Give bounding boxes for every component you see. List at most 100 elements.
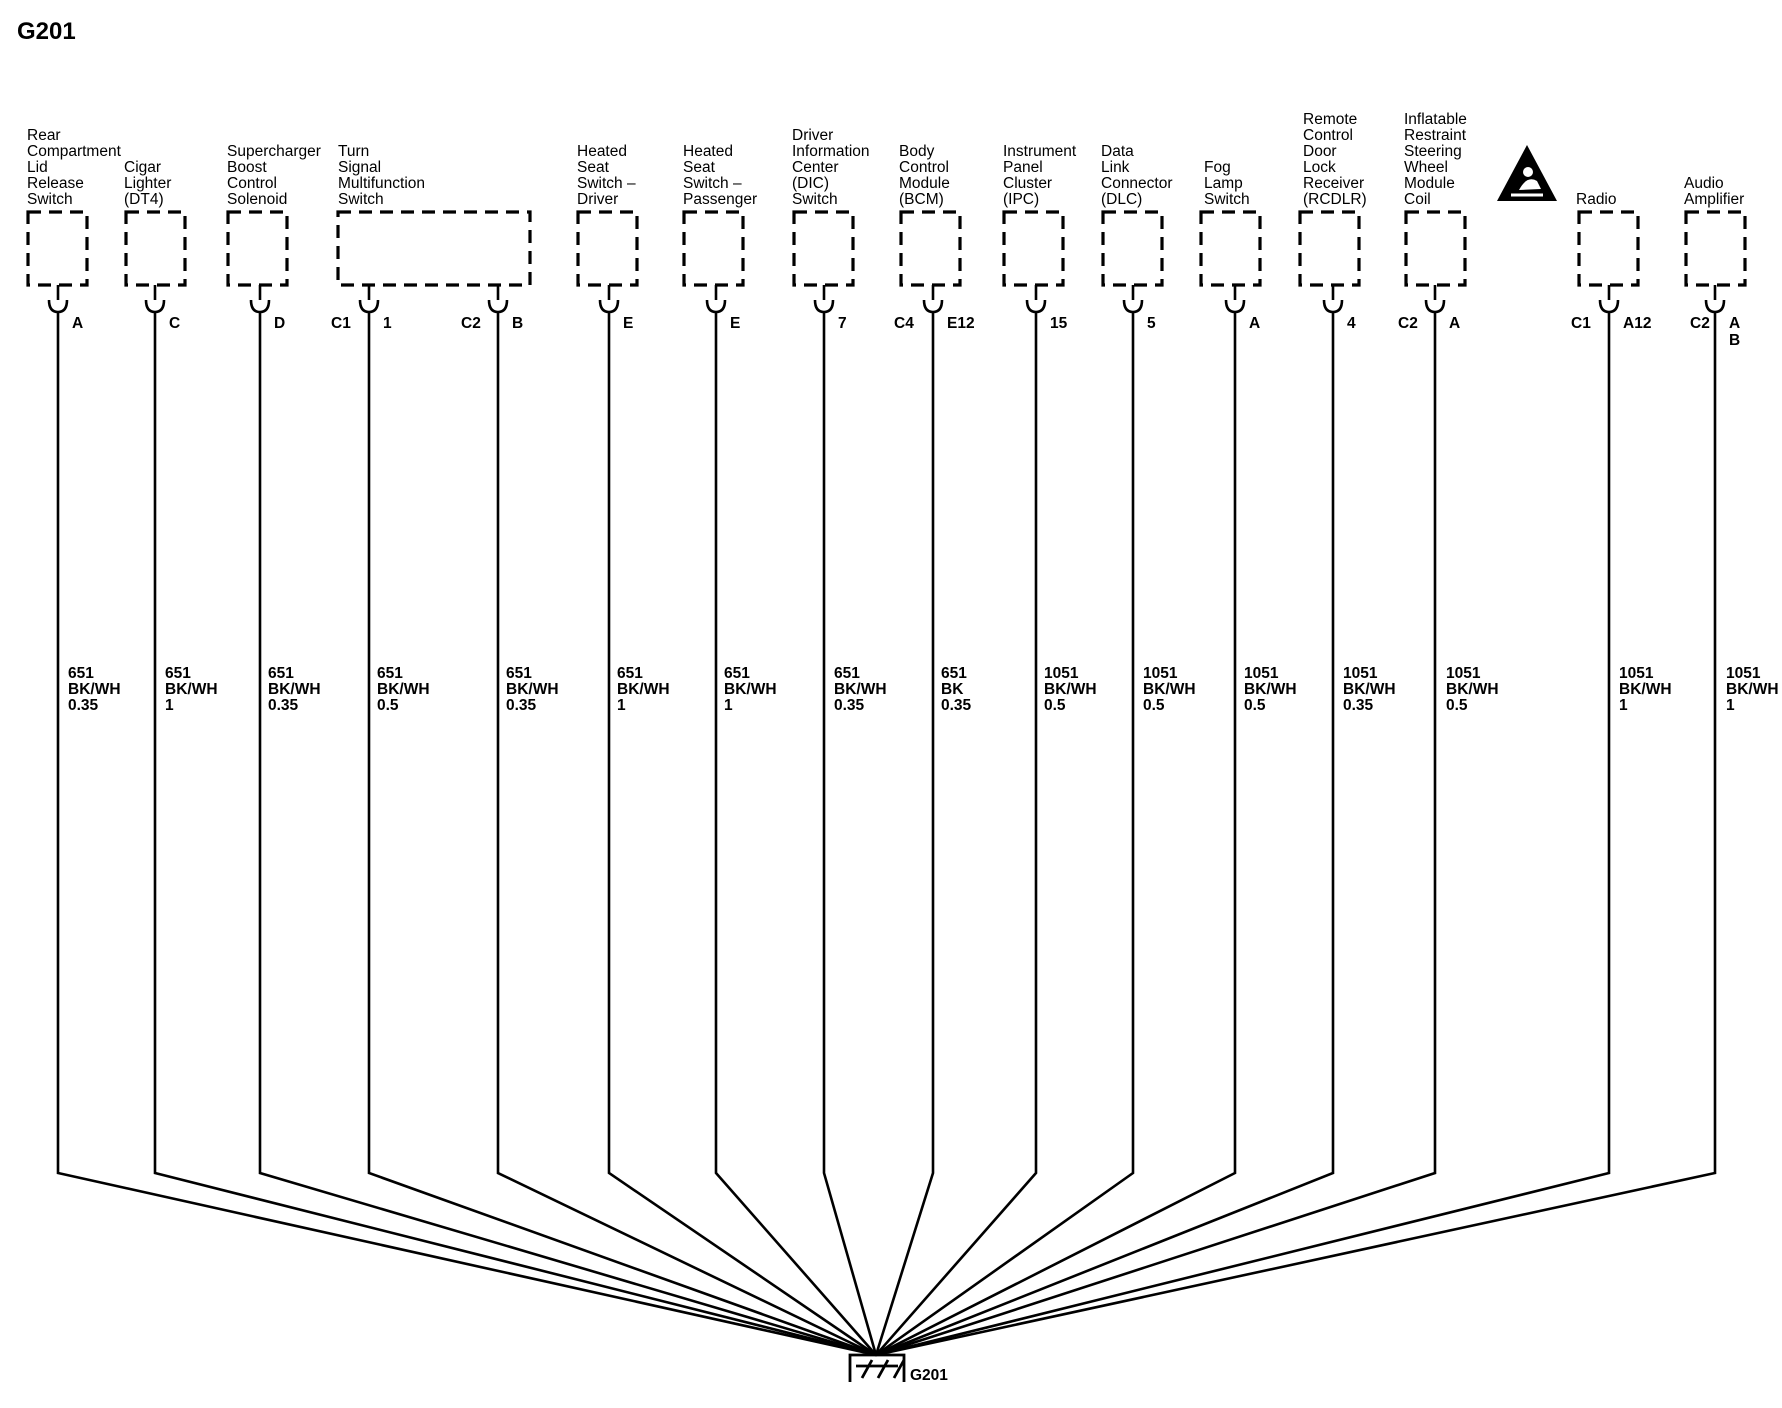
pin-label-2: B (1729, 332, 1740, 349)
component-label-line: Heated (577, 143, 627, 160)
component-label-line: (IPC) (1003, 191, 1039, 208)
component-label-line: Turn (338, 143, 369, 160)
component-label-line: Seat (683, 159, 716, 176)
terminal-socket (1704, 299, 1726, 314)
wire-color: BK/WH (165, 681, 218, 698)
component-label-line: Supercharger (227, 143, 321, 160)
circuit-number: 651 (617, 665, 643, 682)
component-label-line: Link (1101, 159, 1130, 176)
component-label-line: Driver (577, 191, 618, 208)
wire-path (496, 312, 877, 1357)
wire-gauge: 0.5 (1244, 697, 1266, 714)
component-label-line: Steering (1404, 143, 1462, 160)
wire-color: BK (941, 681, 964, 698)
connector-box (576, 210, 639, 287)
wire-gauge: 0.35 (834, 697, 865, 714)
wire-color: BK/WH (1244, 681, 1297, 698)
wire-gauge: 0.5 (377, 697, 399, 714)
component-label-line: Cluster (1003, 175, 1052, 192)
component-label-line: Release (27, 175, 84, 192)
component-label-line: Coil (1404, 191, 1431, 208)
pin-label: E (623, 315, 633, 332)
connector-box (26, 210, 89, 287)
wire-color: BK/WH (506, 681, 559, 698)
wire-gauge: 1 (724, 697, 733, 714)
component-label-line: (DIC) (792, 175, 829, 192)
wire-gauge: 1 (1619, 697, 1628, 714)
circuit-number: 651 (506, 665, 532, 682)
component-label-line: Lock (1303, 159, 1336, 176)
component-label-line: Information (792, 143, 870, 160)
component-label-line: Switch – (683, 175, 742, 192)
component-label-line: Amplifier (1684, 191, 1744, 208)
connector-label: C1 (1571, 315, 1591, 332)
connector-box (124, 210, 187, 287)
wires: A651BK/WH0.35C651BK/WH1D651BK/WH0.351C16… (47, 285, 1779, 1357)
airbag-warning-icon (1497, 145, 1557, 201)
wire-path (875, 312, 1335, 1357)
terminal-socket (249, 299, 271, 314)
connector-box (1298, 210, 1361, 287)
wire-color: BK/WH (1143, 681, 1196, 698)
terminal-socket (487, 299, 509, 314)
pin-label: A12 (1623, 315, 1651, 332)
connector-box (336, 210, 532, 287)
wire-path (258, 312, 877, 1357)
component-label-line: Switch (792, 191, 838, 208)
component-radio: Radio (1576, 191, 1640, 287)
pin-label: E (730, 315, 740, 332)
wire-gauge: 0.35 (68, 697, 99, 714)
component-inflatable-restraint-steering-wheel-module-coil: InflatableRestraintSteeringWheelModuleCo… (1404, 111, 1467, 287)
wire-color: BK/WH (1446, 681, 1499, 698)
component-label-line: Receiver (1303, 175, 1364, 192)
terminal-socket (1025, 299, 1047, 314)
pin-label: 1 (383, 315, 392, 332)
pin-label: 4 (1347, 315, 1356, 332)
wire-path (367, 312, 877, 1357)
wire-path (875, 312, 1038, 1356)
connector-box (1199, 210, 1262, 287)
pin-label: 15 (1050, 315, 1068, 332)
wire-path (875, 312, 1237, 1357)
ground-label: G201 (910, 1367, 948, 1384)
page-title: G201 (17, 18, 76, 45)
component-label-line: Compartment (27, 143, 122, 160)
connector-box (1002, 210, 1065, 287)
component-label-line: Signal (338, 159, 381, 176)
wire-path (875, 312, 1717, 1357)
wire-path (822, 312, 878, 1356)
terminal-socket (1598, 299, 1620, 314)
circuit-number: 1051 (1044, 665, 1079, 682)
component-label-line: Control (227, 175, 277, 192)
connector-box (682, 210, 745, 287)
wire-path (56, 312, 877, 1357)
component-label-line: Control (899, 159, 949, 176)
terminal-socket (922, 299, 944, 314)
wire-color: BK/WH (68, 681, 121, 698)
connector-label: C2 (1398, 315, 1418, 332)
wire-color: BK/WH (1343, 681, 1396, 698)
wire-path (874, 312, 935, 1356)
component-label-line: Switch (1204, 191, 1250, 208)
connector-label: C1 (331, 315, 351, 332)
connector-box (899, 210, 962, 287)
terminal-socket (813, 299, 835, 314)
